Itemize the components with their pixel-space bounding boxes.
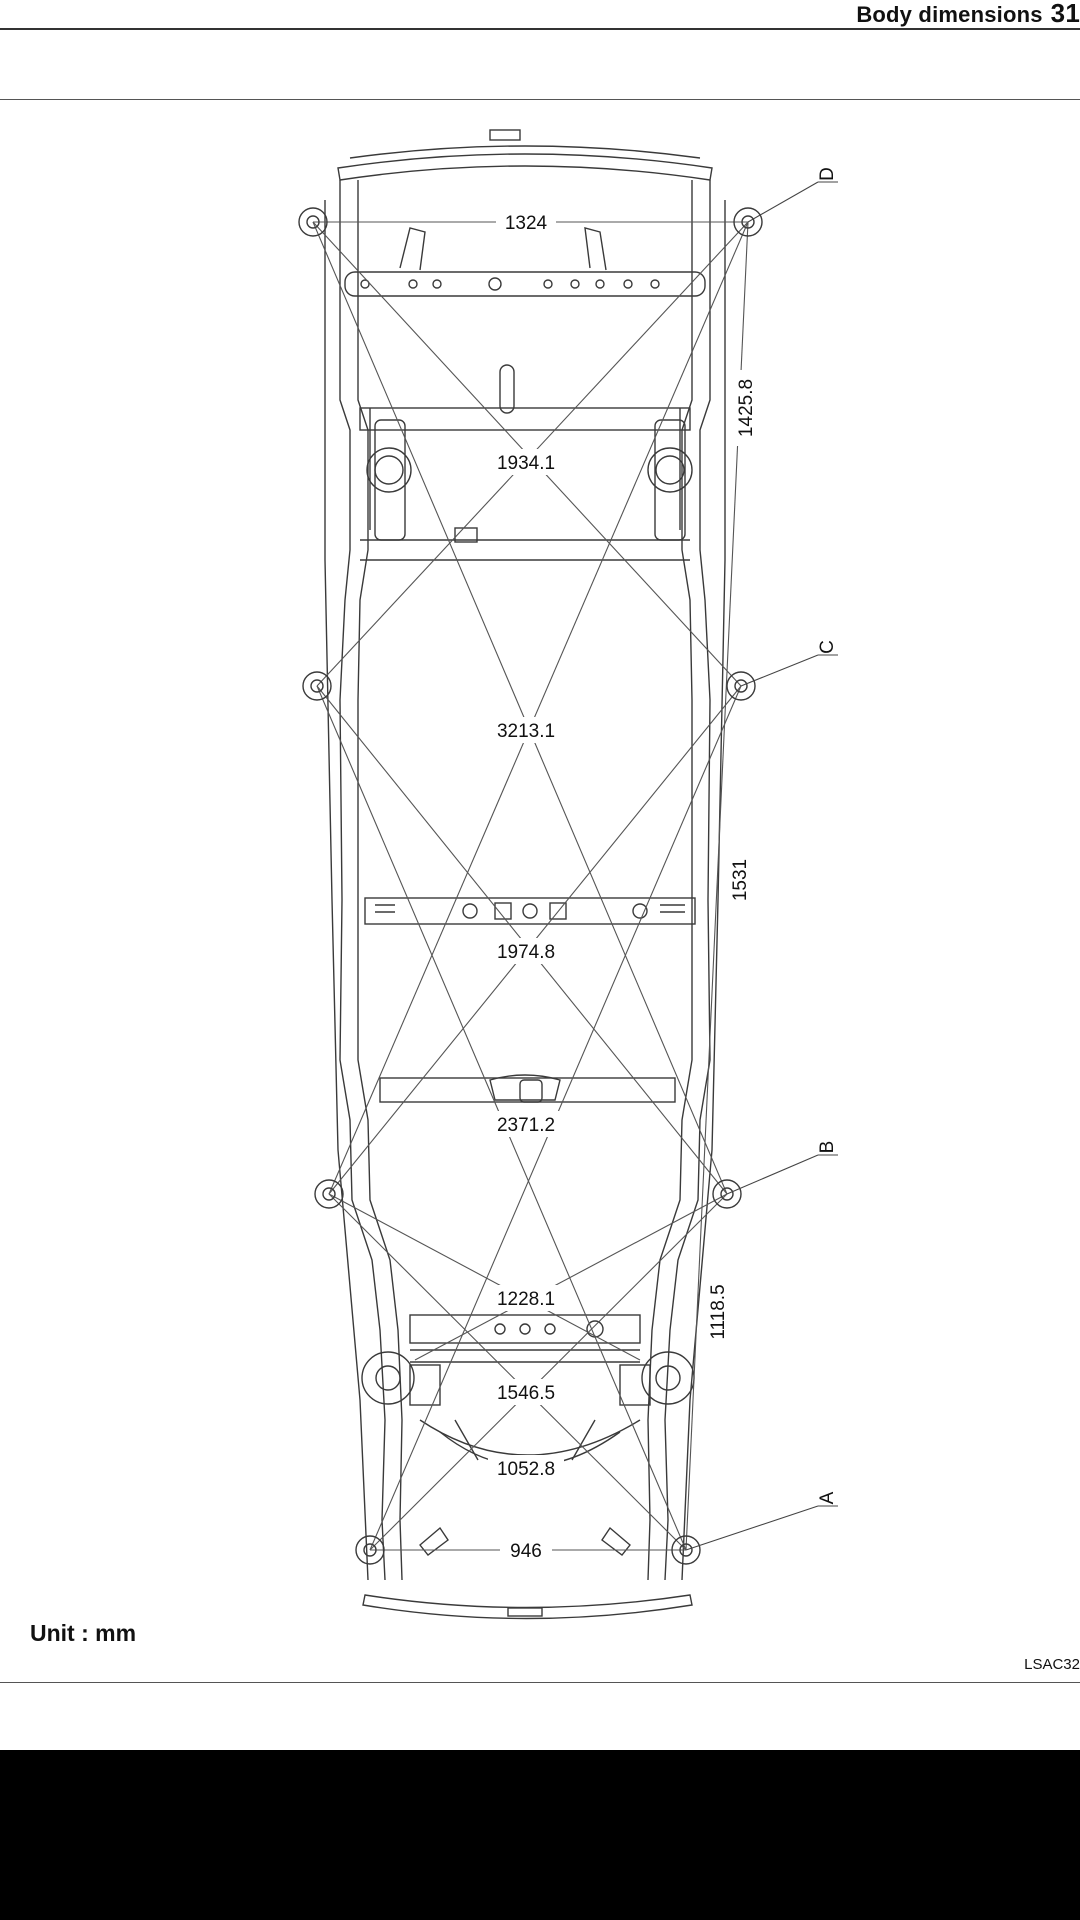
dim-side-d-c: 1425.8 [736,379,757,437]
dim-rear-width: 946 [510,1541,542,1562]
dim-side-b-a: 1118.5 [708,1284,729,1339]
dim-rear-diagonal-c: 1052.8 [497,1459,555,1480]
point-d-left [298,207,328,237]
point-label-a: A [817,1491,838,1504]
section-rule [0,99,1080,100]
point-c-right [726,671,756,701]
dim-front-diagonal: 1934.1 [497,453,555,474]
measurement-points [298,207,763,1565]
point-a-right [671,1535,701,1565]
point-label-b: B [817,1141,838,1154]
dimension-labels: 1324 1934.1 3213.1 1974.8 2371.2 1228.1 … [497,213,757,1562]
dim-rear-long-diagonal: 2371.2 [497,1115,555,1136]
point-c-left [302,671,332,701]
page-number: 31 [1050,0,1080,28]
dim-front-width: 1324 [505,213,548,234]
footer-rule [0,1682,1080,1683]
point-b-left [314,1179,344,1209]
figure-code: LSAC32 [1024,1656,1080,1673]
dim-mid-diagonal: 1974.8 [497,942,555,963]
point-d-right [733,207,763,237]
dim-rear-diagonal-b: 1546.5 [497,1383,555,1404]
point-label-d: D [817,167,838,181]
dim-side-c-b: 1531 [730,859,751,901]
header-title: Body dimensions 31 [856,0,1080,29]
header-rule [0,28,1080,30]
point-letters: D C B A [817,167,838,1504]
point-b-right [712,1179,742,1209]
label-backgrounds [488,209,759,1563]
point-label-c: C [817,640,838,654]
unit-label: Unit : mm [30,1620,137,1646]
header-title-text: Body dimensions [856,2,1043,27]
dim-rear-diagonal-a: 1228.1 [497,1289,555,1310]
point-label-leaders [685,181,838,1551]
frame-outline [324,129,726,1620]
manual-page: Body dimensions 31 [0,0,1080,1750]
point-a-left [355,1535,385,1565]
dim-long-diagonal: 3213.1 [497,721,555,742]
chassis-frame-diagram: 1324 1934.1 3213.1 1974.8 2371.2 1228.1 … [298,129,838,1620]
